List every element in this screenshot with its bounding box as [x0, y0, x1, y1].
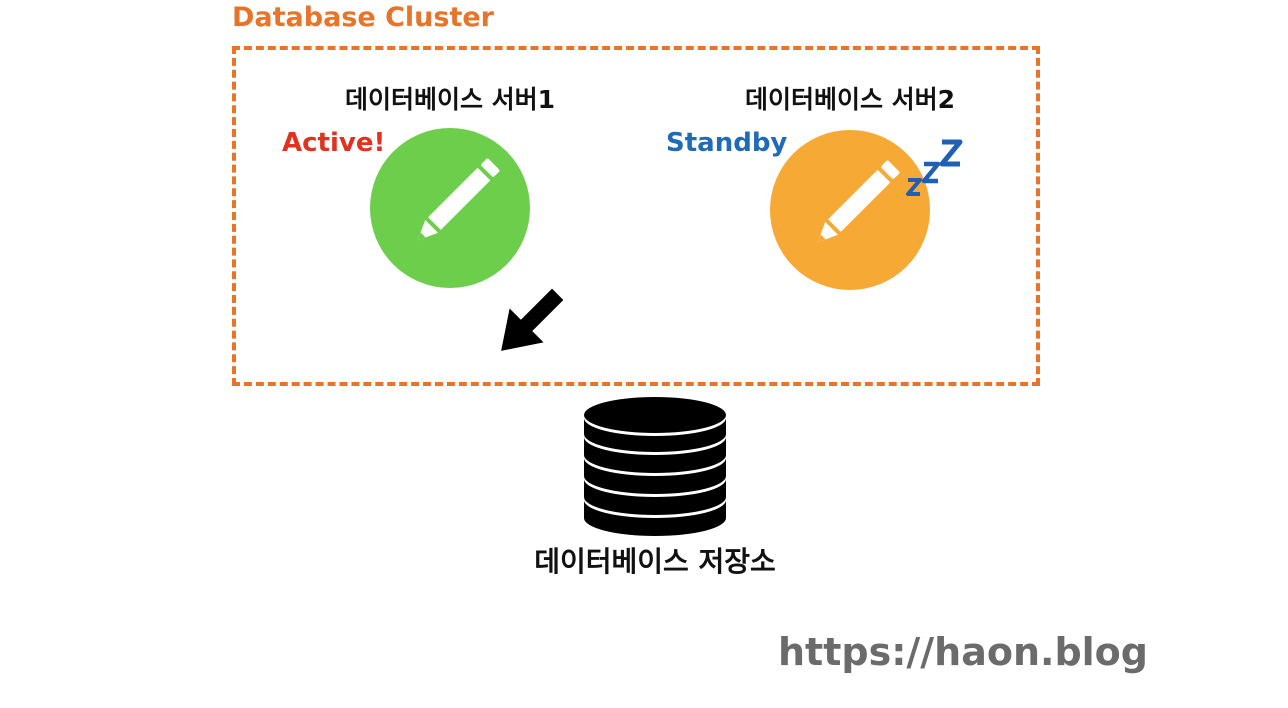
server1-status: Active!: [282, 128, 386, 158]
server2-node: [770, 130, 930, 290]
pencil-icon: [417, 158, 500, 241]
server1-node: [370, 128, 530, 288]
cluster-boundary: [232, 46, 1040, 386]
server1-title: 데이터베이스 서버1: [344, 85, 556, 114]
storage-label: 데이터베이스 저장소: [534, 545, 776, 578]
zzz-icon: [906, 139, 963, 196]
cluster-title: Database Cluster: [232, 2, 494, 33]
write-arrow: [501, 288, 564, 351]
server2-title: 데이터베이스 서버2: [744, 85, 956, 114]
pencil-icon: [817, 160, 900, 243]
blog-url: https://haon.blog: [778, 630, 1148, 674]
server2-status: Standby: [666, 128, 788, 158]
database-icon: [584, 397, 726, 536]
